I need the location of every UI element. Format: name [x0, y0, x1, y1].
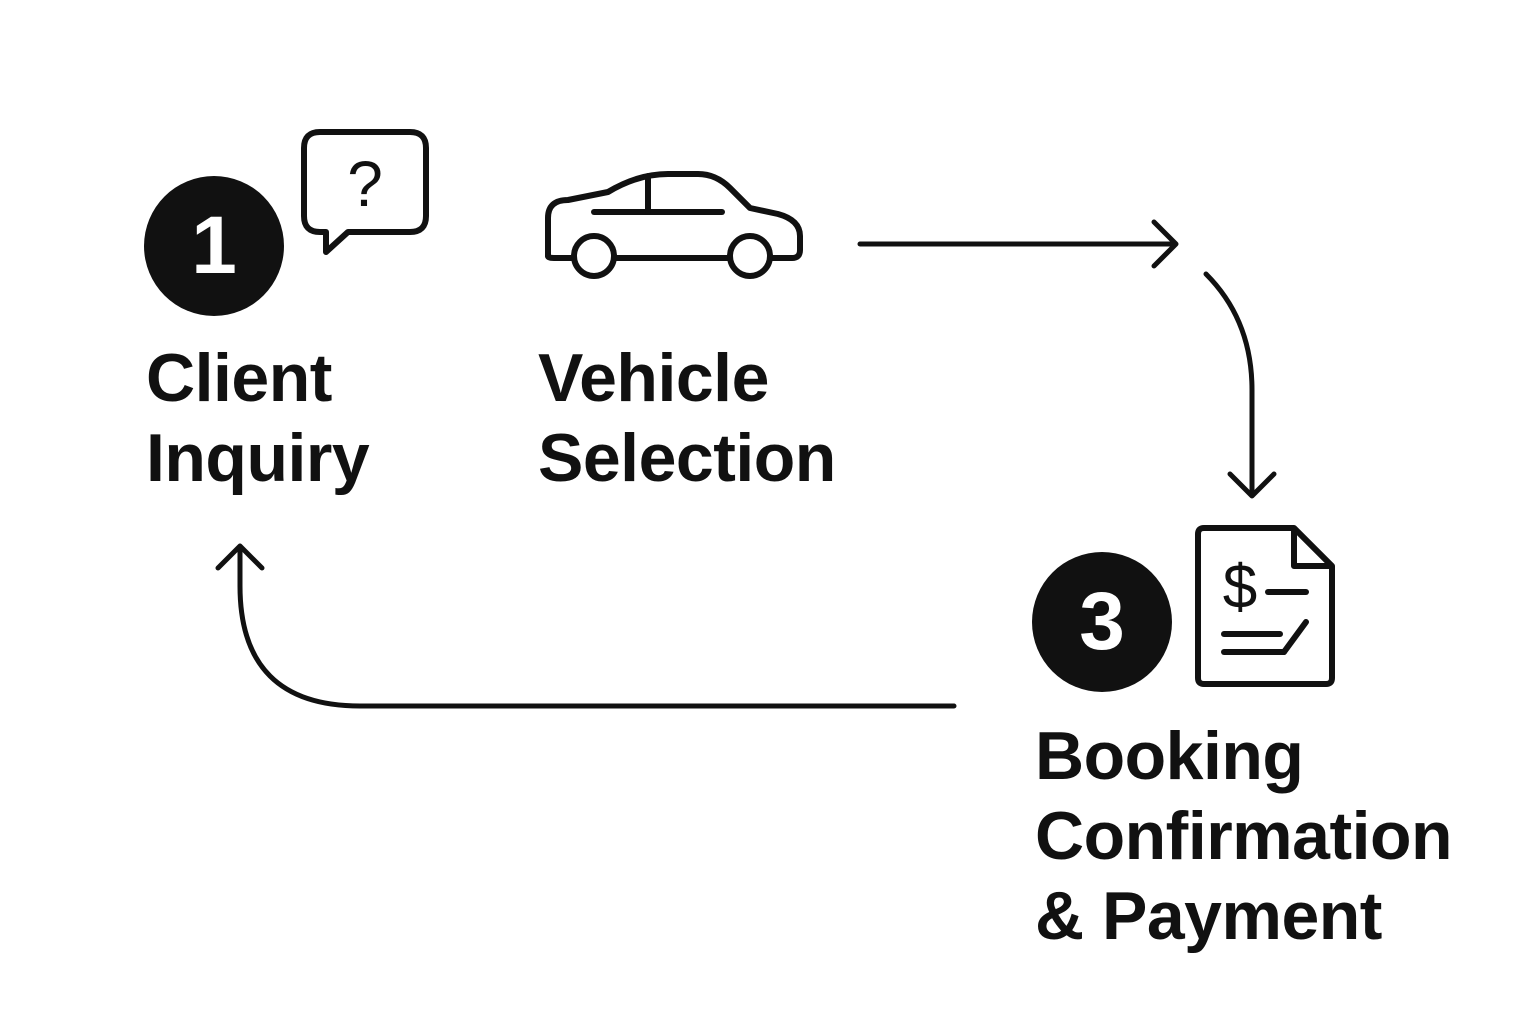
dollar-sign-glyph: $ [1223, 553, 1257, 622]
step-2-label: Vehicle Selection [538, 338, 836, 498]
invoice-document-icon: $ [1195, 525, 1335, 687]
question-mark-glyph: ? [347, 148, 383, 220]
step-3-label-line-3: & Payment [1035, 878, 1382, 954]
step-3-label-line-1: Booking [1035, 718, 1304, 794]
step-3-number-badge: 3 [1032, 552, 1172, 692]
question-chat-bubble-icon: ? [301, 129, 429, 255]
step-3-label: Booking Confirmation & Payment [1035, 716, 1453, 956]
arrow-horizontal-right [857, 219, 1179, 269]
step-1-label-line-1: Client [146, 340, 332, 416]
step-2-label-line-2: Selection [538, 420, 836, 496]
step-1-number: 1 [191, 200, 237, 291]
car-icon [545, 171, 803, 279]
step-1-number-badge: 1 [144, 176, 284, 316]
step-2-label-line-1: Vehicle [538, 340, 769, 416]
arrow-curve-back-to-inquiry [215, 543, 957, 709]
step-1-label: Client Inquiry [146, 338, 370, 498]
step-3-label-line-2: Confirmation [1035, 798, 1453, 874]
step-3-number: 3 [1079, 576, 1125, 667]
arrow-curve-down [1203, 271, 1277, 499]
step-1-label-line-2: Inquiry [146, 420, 370, 496]
